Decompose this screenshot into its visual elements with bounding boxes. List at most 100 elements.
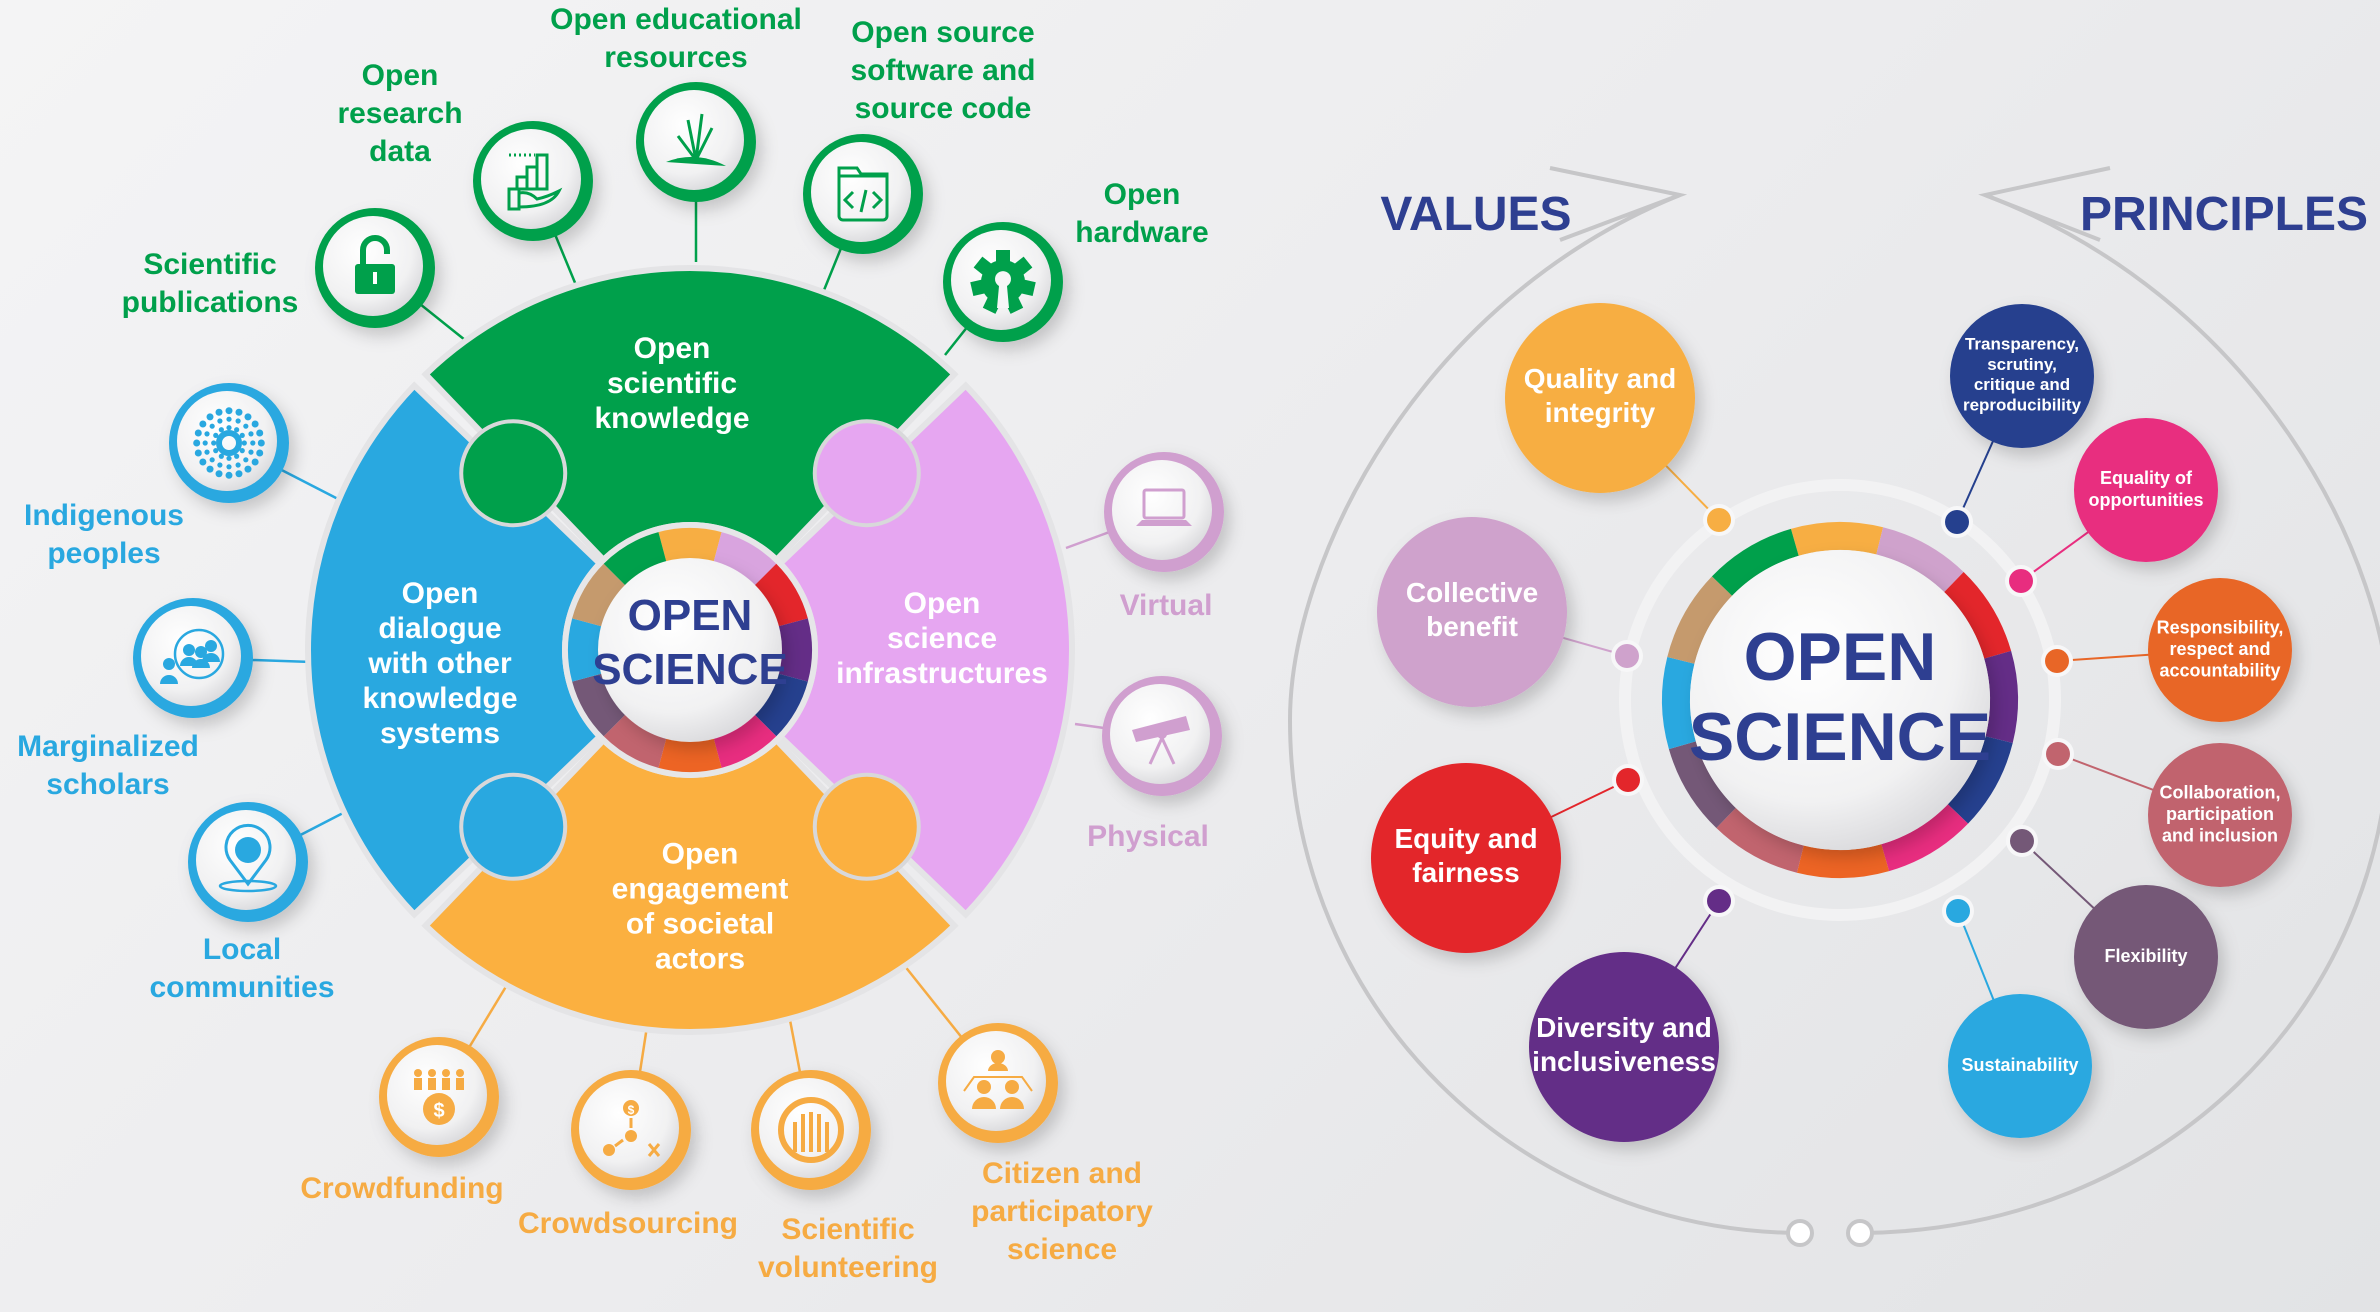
center-title-line2: SCIENCE <box>592 645 788 694</box>
satellite-label-line: Crowdfunding <box>300 1172 503 1205</box>
principle-label-line: Equality of <box>2100 468 2193 488</box>
satellite-label-line: source code <box>855 92 1032 125</box>
satellite-label-line: Crowdsourcing <box>518 1207 738 1240</box>
satellite-label-line: hardware <box>1075 216 1208 249</box>
satellite-disc <box>644 90 744 190</box>
satellite-label-line: Virtual <box>1120 589 1213 622</box>
pillar-label-knowledge-line: scientific <box>607 367 737 400</box>
principle-label-line: Sustainability <box>1961 1055 2078 1075</box>
satellite-label-line: Physical <box>1087 820 1209 853</box>
satellite-label-line: Indigenous <box>24 499 184 532</box>
right-center-ring-segment <box>1667 576 1733 664</box>
crowdsourcing-icon: $ <box>603 1100 661 1157</box>
center-title-line1: OPEN <box>628 591 753 640</box>
principle-label-line: reproducibility <box>1963 396 2082 415</box>
orbit-node <box>2009 569 2033 593</box>
value-label-line: Diversity and <box>1536 1013 1712 1044</box>
satellite-label-line: science <box>1007 1233 1117 1266</box>
principle-item: Flexibility <box>2006 825 2218 1029</box>
satellite-label: Virtual <box>1120 589 1213 622</box>
values-heading: VALUES <box>1380 188 1571 241</box>
satellite-label-line: scholars <box>46 768 169 801</box>
arc-end-dot[interactable] <box>1786 1219 1814 1247</box>
satellite-label-line: Scientific <box>143 248 276 281</box>
right-center-ring-segment <box>1947 736 2013 824</box>
puzzle-knob <box>459 419 568 528</box>
right-center-ring-segment <box>1881 804 1969 872</box>
satellite-label-line: peoples <box>47 537 160 570</box>
principle-label-line: participation <box>2166 804 2274 824</box>
scholars-icon <box>160 628 225 684</box>
values-arc <box>1287 193 1799 1235</box>
satellite-label-line: participatory <box>971 1195 1153 1228</box>
orbit-node <box>1616 768 1640 792</box>
orbit-node <box>1946 899 1970 923</box>
pillar-label-dialogue-line: with other <box>367 647 512 680</box>
value-bubble <box>1377 517 1567 707</box>
pillar-label-engagement-line: of societal <box>626 907 774 940</box>
orbit-track <box>1619 479 2061 921</box>
left-center-badge: OPEN SCIENCE <box>562 522 818 778</box>
satellite-label-line: software and <box>850 54 1035 87</box>
satellite-label-line: Marginalized <box>17 730 199 763</box>
satellite-label-line: volunteering <box>758 1251 938 1284</box>
arc-end-dot[interactable] <box>1846 1219 1874 1247</box>
right-center-ring-segment <box>1716 807 1804 873</box>
pillar-label-infrastructures-line: Open <box>904 587 981 620</box>
telescope-icon <box>1132 716 1190 765</box>
data-chart-hand-icon <box>507 153 563 211</box>
principle-bubble <box>1948 994 2092 1138</box>
satellite-disc <box>811 142 911 242</box>
pillar-label-dialogue-line: systems <box>380 717 500 750</box>
right-center-ring-segment <box>1796 844 1890 879</box>
value-label-line: integrity <box>1545 397 1656 428</box>
satellite-label-line: publications <box>122 286 299 319</box>
principle-label-line: Responsibility, <box>2157 617 2284 637</box>
pillar-label-engagement-line: actors <box>655 942 745 975</box>
puzzle-knob <box>812 419 921 528</box>
right-center-ring-segment <box>1661 656 1696 750</box>
left-center-ring-segment <box>568 618 604 682</box>
right-center-ring-segment <box>1876 527 1964 593</box>
code-window-icon <box>837 166 889 222</box>
orbit-node <box>2046 742 2070 766</box>
satellite-label: Physical <box>1087 820 1209 853</box>
value-label-line: Collective <box>1406 578 1538 609</box>
satellite-crowdsourcing: $ Crowdsourcing <box>518 1070 738 1240</box>
pillar-label-knowledge-line: knowledge <box>594 402 749 435</box>
satellite-telescope: Physical <box>1087 676 1222 853</box>
satellite-label-line: Open <box>362 59 439 92</box>
value-label-line: Equity and <box>1394 824 1537 855</box>
principle-bubble <box>2074 885 2218 1029</box>
principle-label-line: Flexibility <box>2104 946 2187 966</box>
pillar-label-dialogue-line: knowledge <box>362 682 517 715</box>
principle-label: Sustainability <box>1961 1055 2078 1075</box>
satellite-disc <box>141 606 241 706</box>
value-label-line: Quality and <box>1524 364 1676 395</box>
center-title-line2: SCIENCE <box>1689 699 1991 775</box>
right-center-ring-segment <box>1984 650 2019 744</box>
